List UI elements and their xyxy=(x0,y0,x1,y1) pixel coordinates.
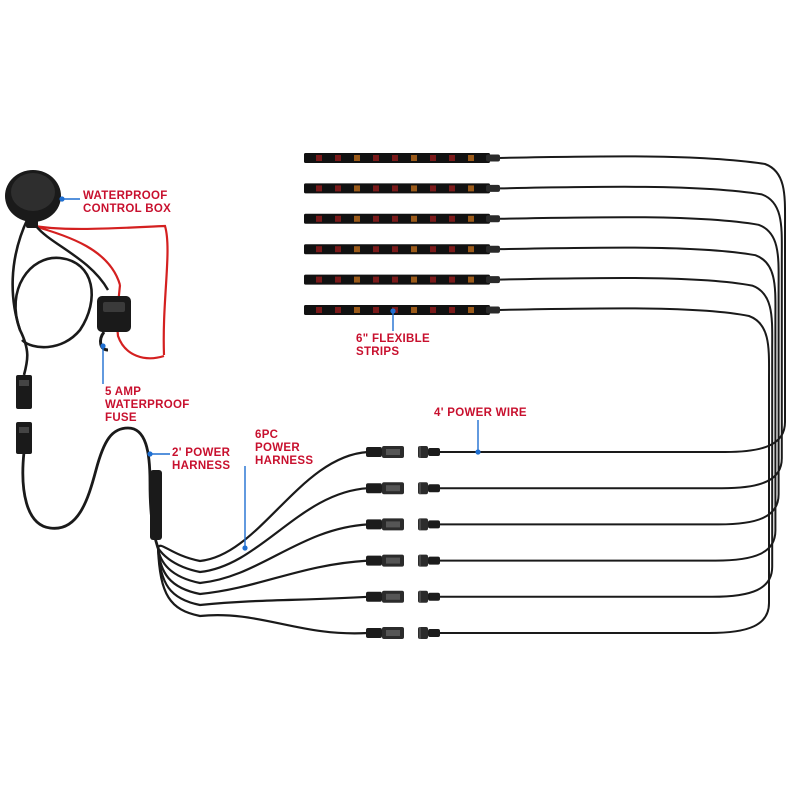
connector-icon xyxy=(366,518,440,531)
leader-fuse xyxy=(100,343,106,384)
connector-icon xyxy=(366,627,440,639)
leader-power-wire xyxy=(475,420,481,455)
power-wire xyxy=(435,246,777,562)
leader-strips xyxy=(390,308,396,331)
red-power-wires xyxy=(29,223,169,360)
black-cables xyxy=(11,155,787,635)
power-wire xyxy=(435,276,774,598)
connector-icon xyxy=(366,590,440,603)
label-line: HARNESS xyxy=(172,460,231,472)
led-strip-icon xyxy=(304,274,500,285)
power-wire xyxy=(435,216,780,526)
led-strip-icon xyxy=(304,305,500,315)
leader-lines xyxy=(59,196,481,551)
connector-icon xyxy=(366,554,440,567)
fan-cable xyxy=(156,547,369,596)
label-line: STRIPS xyxy=(356,346,400,358)
plug-icon xyxy=(16,422,32,454)
label-line: HARNESS xyxy=(255,455,314,467)
control-cable xyxy=(35,225,110,291)
control-components xyxy=(5,170,162,540)
label-fuse: 5 AMP WATERPROOF FUSE xyxy=(105,386,190,425)
leader-control-box xyxy=(59,196,80,202)
label-line: 4' POWER WIRE xyxy=(434,407,527,419)
label-line: CONTROL BOX xyxy=(83,203,172,215)
led-strip-icon xyxy=(304,244,500,255)
led-strip-icon xyxy=(304,213,500,224)
label-power-wire: 4' POWER WIRE xyxy=(434,407,527,420)
harness-cable xyxy=(21,426,160,549)
led-strips xyxy=(304,153,500,315)
label-line: 6" FLEXIBLE xyxy=(356,333,430,345)
label-line: 5 AMP xyxy=(105,386,142,398)
fan-cable xyxy=(156,450,369,563)
splitter-icon xyxy=(150,470,162,540)
label-line: WATERPROOF xyxy=(105,399,190,411)
power-wire xyxy=(435,185,783,490)
connector-icon xyxy=(366,482,440,495)
label-line: POWER xyxy=(255,442,300,454)
fan-cable xyxy=(156,547,369,635)
led-strip-icon xyxy=(304,183,500,194)
fan-cable xyxy=(156,547,369,607)
fan-cable xyxy=(156,523,369,585)
control-box-icon xyxy=(5,170,61,228)
label-line: WATERPROOF xyxy=(83,190,168,202)
plug-icon xyxy=(16,375,32,409)
label-6pc-harness: 6PC POWER HARNESS xyxy=(255,429,313,468)
led-strip-icon xyxy=(304,153,500,163)
label-line: FUSE xyxy=(105,412,137,424)
red-wire xyxy=(29,223,169,356)
fan-cable xyxy=(157,487,369,574)
leader-6pc-harness xyxy=(242,466,248,551)
fuse-holder-icon xyxy=(97,296,131,352)
control-cable xyxy=(11,217,30,376)
label-power-harness: 2' POWER HARNESS xyxy=(172,447,230,473)
connector-pairs xyxy=(366,446,440,639)
power-wire xyxy=(435,307,771,634)
label-line: 2' POWER xyxy=(172,447,231,459)
leader-power-harness xyxy=(147,451,170,457)
label-strips: 6" FLEXIBLE STRIPS xyxy=(356,333,430,359)
control-cable xyxy=(14,256,93,349)
connector-icon xyxy=(366,446,440,458)
label-line: 6PC xyxy=(255,429,279,441)
red-wire xyxy=(29,223,122,286)
label-control-box: WATERPROOF CONTROL BOX xyxy=(83,190,171,216)
